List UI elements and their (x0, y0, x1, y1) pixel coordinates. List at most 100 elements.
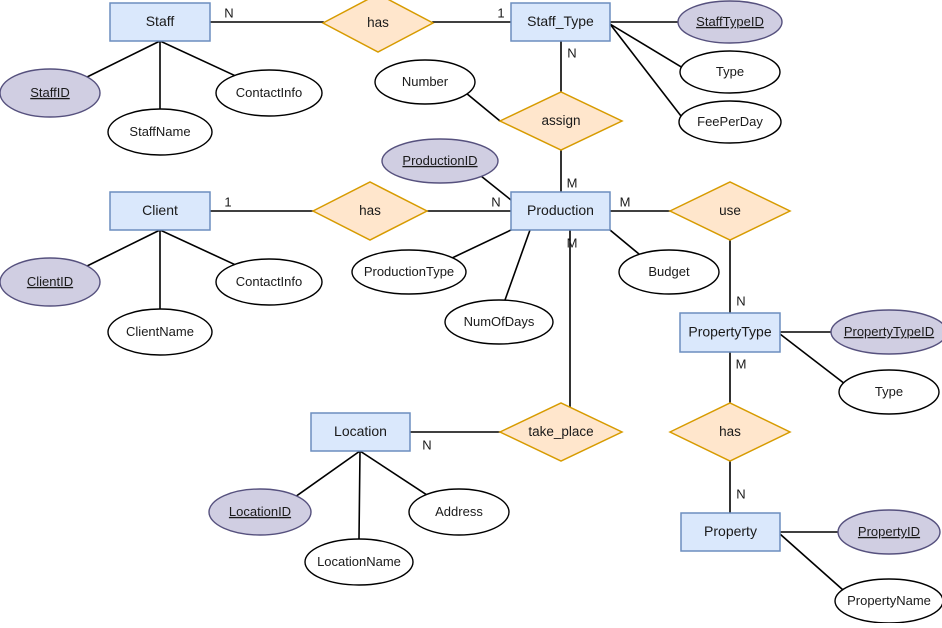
entity-box-staff (109, 2, 211, 42)
cardinality-card-assign-production: M (567, 175, 578, 190)
entity-label-staff_type: Staff_Type (527, 13, 594, 29)
attribute-label-stafftypeid: StaffTypeID (696, 14, 764, 29)
attribute-numofdays: NumOfDays (444, 299, 554, 345)
relationship-staff_has[interactable]: has (321, 0, 435, 53)
connection-line-production-type (450, 228, 513, 260)
connection-line-location-name (358, 450, 361, 540)
connection-line-staff-contactinfo (158, 39, 242, 80)
connection-line-client-clientid (83, 228, 162, 269)
attribute-staffname: StaffName (107, 108, 213, 156)
attribute-ellipse-budget (618, 249, 720, 295)
attribute-propertyname: PropertyName (834, 578, 942, 624)
relationship-client_has[interactable]: has (311, 181, 429, 241)
entity-production[interactable]: Production (510, 191, 611, 231)
entity-propertytype[interactable]: PropertyType (679, 312, 781, 353)
cardinality-card-has-stafftype: 1 (497, 5, 504, 20)
attribute-label-propertyid: PropertyID (858, 524, 920, 539)
connection-line-staff-staffid (83, 39, 162, 80)
attribute-ellipse-feeperday (678, 100, 782, 144)
connection-line-assign-number (464, 91, 502, 123)
relationship-assign[interactable]: assign (498, 91, 624, 151)
connection-line-stafftype-type (608, 22, 685, 70)
attribute-label-contactinfo_c: ContactInfo (236, 274, 303, 289)
attribute-address: Address (408, 488, 510, 536)
relationship-diamond-client_has (311, 181, 429, 241)
entity-location[interactable]: Location (310, 412, 411, 452)
attribute-label-clientid: ClientID (27, 274, 73, 289)
attribute-label-productionid: ProductionID (402, 153, 477, 168)
attribute-stafftypeid: StaffTypeID (677, 0, 783, 44)
attribute-ellipse-numofdays (444, 299, 554, 345)
attribute-type_pt: Type (838, 369, 940, 415)
relationship-use[interactable]: use (668, 181, 792, 241)
relationship-diamond-assign (498, 91, 624, 151)
entity-client[interactable]: Client (109, 191, 211, 231)
attribute-budget: Budget (618, 249, 720, 295)
attribute-ellipse-type_st (679, 50, 781, 94)
attribute-clientname: ClientName (107, 308, 213, 356)
cardinality-card-has-property: N (736, 486, 745, 501)
attribute-label-clientname: ClientName (126, 324, 194, 339)
attribute-label-number: Number (402, 74, 449, 89)
attribute-number: Number (374, 59, 476, 105)
attribute-label-address: Address (435, 504, 483, 519)
cardinality-card-location-take: N (422, 437, 431, 452)
attribute-ellipse-number (374, 59, 476, 105)
attribute-label-locationid: LocationID (229, 504, 291, 519)
attribute-contactinfo_c: ContactInfo (215, 258, 323, 306)
relationship-diamond-use (668, 181, 792, 241)
entity-box-property (680, 512, 781, 552)
attribute-type_st: Type (679, 50, 781, 94)
attribute-productiontype: ProductionType (351, 249, 467, 295)
key-attribute-ellipse-staffid (0, 68, 101, 118)
relationship-take_place[interactable]: take_place (498, 402, 624, 462)
entity-box-propertytype (679, 312, 781, 353)
connection-lines (83, 21, 847, 592)
entity-label-client: Client (142, 202, 178, 218)
key-attribute-ellipse-propertytypeid (830, 309, 942, 355)
entity-staff_type[interactable]: Staff_Type (510, 2, 611, 42)
relationship-label-property_has: has (719, 424, 741, 439)
relationship-group: has assign has use take_place has (311, 0, 792, 462)
entity-staff[interactable]: Staff (109, 2, 211, 42)
attribute-ellipse-contactinfo_c (215, 258, 323, 306)
connection-line-client-contactinfo (158, 228, 242, 269)
cardinality-card-stafftype-assign: N (567, 45, 576, 60)
attribute-locationname: LocationName (304, 538, 414, 586)
entity-box-client (109, 191, 211, 231)
attribute-propertytypeid: PropertyTypeID (830, 309, 942, 355)
entity-box-location (310, 412, 411, 452)
attribute-label-contactinfo_s: ContactInfo (236, 85, 303, 100)
cardinality-card-staff-has: N (224, 5, 233, 20)
attribute-label-budget: Budget (648, 264, 690, 279)
relationship-diamond-take_place (498, 402, 624, 462)
cardinality-card-production-use: M (620, 194, 631, 209)
attribute-label-type_pt: Type (875, 384, 903, 399)
key-attribute-ellipse-clientid (0, 257, 101, 307)
connection-line-location-id (293, 449, 362, 499)
attribute-label-propertytypeid: PropertyTypeID (844, 324, 934, 339)
attribute-label-staffname: StaffName (129, 124, 190, 139)
attribute-feeperday: FeePerDay (678, 100, 782, 144)
attribute-label-feeperday: FeePerDay (697, 114, 763, 129)
attribute-propertyid: PropertyID (837, 509, 941, 555)
attribute-label-type_st: Type (716, 64, 744, 79)
entity-property[interactable]: Property (680, 512, 781, 552)
cardinality-card-has-production: N (491, 194, 500, 209)
key-attribute-ellipse-productionid (381, 138, 499, 184)
attribute-ellipse-clientname (107, 308, 213, 356)
attribute-contactinfo_s: ContactInfo (215, 69, 323, 117)
relationship-property_has[interactable]: has (668, 402, 792, 462)
attribute-staffid: StaffID (0, 68, 101, 118)
attribute-label-propertyname: PropertyName (847, 593, 931, 608)
connection-line-property-name (778, 532, 845, 592)
attribute-ellipse-productiontype (351, 249, 467, 295)
key-attribute-ellipse-locationid (208, 488, 312, 536)
cardinality-card-use-propertytype: N (736, 293, 745, 308)
attribute-label-locationname: LocationName (317, 554, 401, 569)
attribute-label-productiontype: ProductionType (364, 264, 454, 279)
cardinality-card-client-has: 1 (224, 194, 231, 209)
